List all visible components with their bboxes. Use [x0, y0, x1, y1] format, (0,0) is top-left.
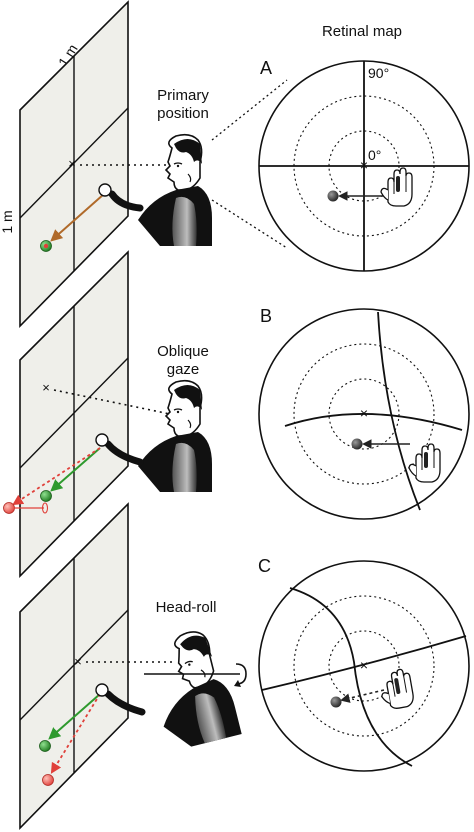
reach-arrow: [50, 193, 105, 242]
panel-letter-b: B: [260, 306, 272, 326]
arm: [104, 440, 144, 466]
scale-label-side: 1 m: [0, 210, 15, 233]
person-icon: [137, 133, 213, 247]
caption-a-line2: position: [157, 105, 209, 122]
target-red: [42, 774, 54, 786]
panel-c: × Head-roll C ×: [19, 502, 470, 830]
retinal-map-title: Retinal map: [322, 23, 402, 40]
caption-a-line1: Primary: [157, 87, 209, 104]
degree-label-center: 0°: [368, 147, 381, 163]
retinal-target: [330, 696, 342, 708]
person-icon-rolled: [142, 625, 243, 753]
arm: [104, 690, 146, 716]
caption-c: Head-roll: [156, 599, 217, 616]
panel-letter-c: C: [258, 556, 271, 576]
degree-label-outer: 90°: [368, 65, 389, 81]
gaze-line: [53, 389, 171, 415]
fixation-cross: ×: [68, 156, 76, 171]
retinal-target: [327, 190, 339, 202]
reach-arrow-red: [12, 447, 101, 506]
svg-text:×: ×: [360, 657, 368, 673]
caption-b-line1: Oblique: [157, 343, 209, 360]
rotation-arrow-icon: [235, 663, 247, 685]
reach-arrow-green: [48, 693, 101, 740]
fingertip: [95, 433, 109, 447]
retinal-map-c: ×: [258, 560, 470, 772]
rotation-arrowhead: [234, 680, 241, 687]
person-icon: [137, 379, 213, 493]
panel-letter-a: A: [260, 58, 272, 78]
target-green: [40, 490, 52, 502]
retinal-target: [351, 438, 363, 450]
retinal-map-b: ×: [258, 308, 470, 520]
target-green: [39, 740, 51, 752]
panel-b: × Oblique gaze B ×: [3, 250, 470, 578]
fingertip: [95, 683, 109, 697]
fixation-cross: ×: [42, 380, 50, 395]
svg-text:×: ×: [360, 405, 368, 421]
reach-arrow-green: [50, 447, 101, 492]
fixation-cross: ×: [74, 654, 82, 669]
svg-text:×: ×: [360, 157, 368, 173]
error-end-ring: [41, 502, 49, 514]
projection-line-top: [211, 79, 288, 141]
fingertip: [98, 183, 112, 197]
target-red-overlap: [43, 243, 49, 249]
retinal-map-a: ×: [258, 60, 470, 272]
caption-b-line2: gaze: [167, 361, 200, 378]
panel-a: × Primary position A × 90° 0°: [19, 0, 470, 328]
retinal-error-arrow: [340, 689, 385, 703]
arm: [108, 190, 144, 212]
target-red: [3, 502, 15, 514]
